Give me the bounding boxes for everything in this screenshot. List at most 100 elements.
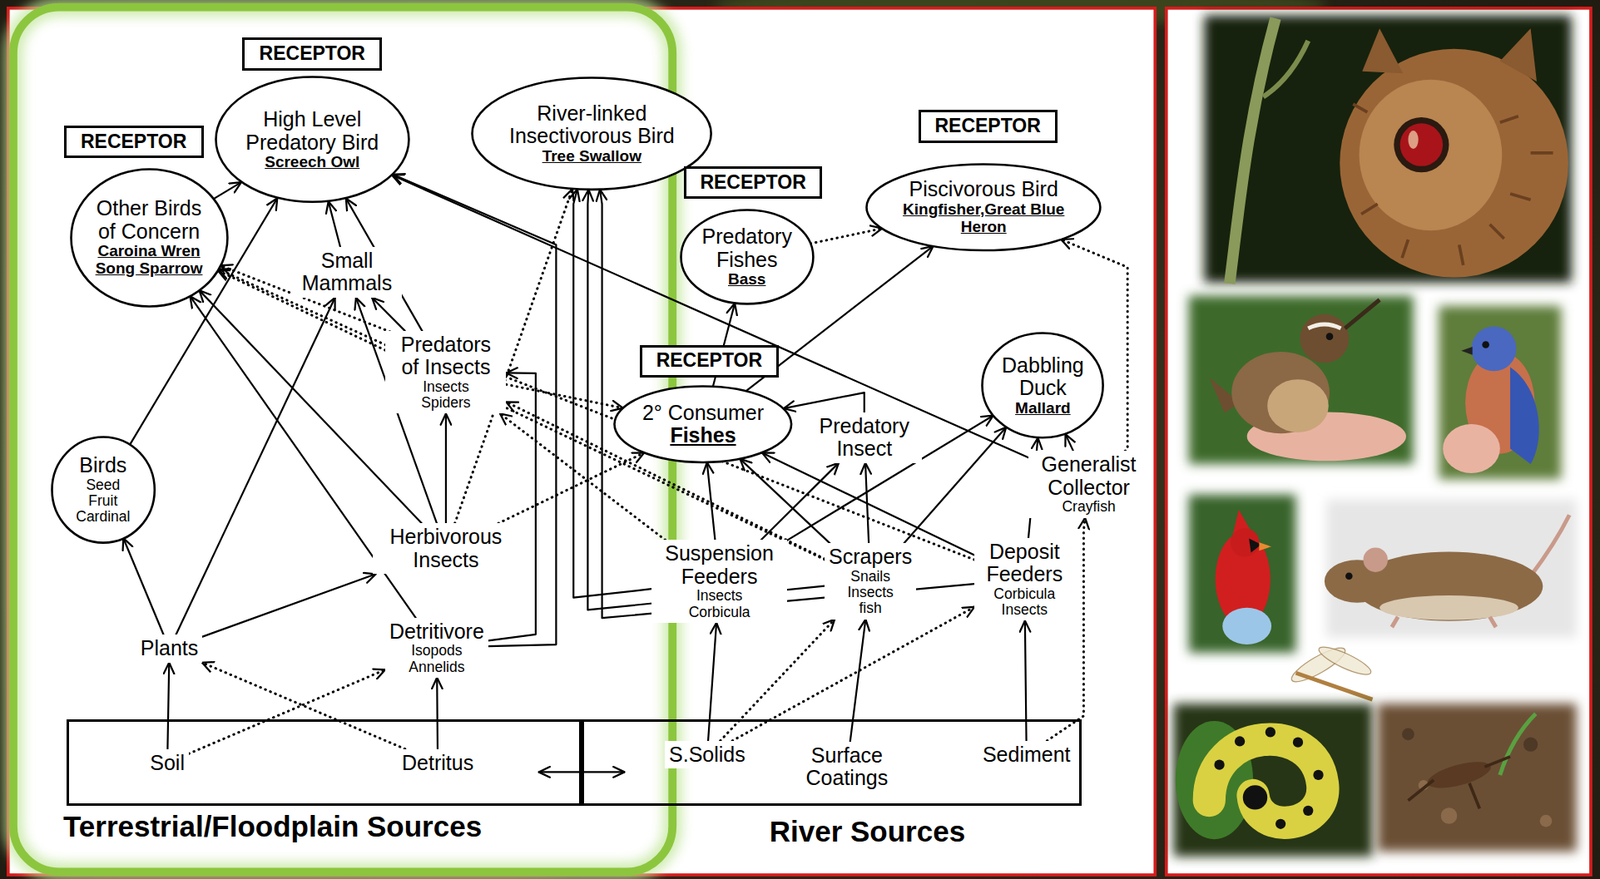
- node-label: Birds: [69, 454, 137, 478]
- caterpillar-spot: [1234, 736, 1245, 747]
- photo-panel: [1166, 8, 1591, 876]
- caterpillar-spot: [1265, 727, 1276, 738]
- owl-face: [1359, 79, 1503, 231]
- ellipse-node: BirdsSeed Fruit Cardinal: [50, 435, 156, 545]
- branch: [1263, 40, 1308, 97]
- label-group: Generalist CollectorCrayfish: [1032, 453, 1145, 516]
- soil-grain: [1540, 815, 1553, 828]
- flow-arrow: [1065, 434, 1074, 451]
- flow-arrow: [850, 619, 867, 743]
- node-label: Small Mammals: [296, 249, 399, 296]
- source-band: River SourcesS.SolidsSurface CoatingsSed…: [581, 719, 1082, 807]
- soil-grain: [1401, 728, 1415, 742]
- node-label: Generalist Collector: [1032, 453, 1145, 500]
- dragonfly-wing: [1316, 642, 1375, 680]
- label-group: RECEPTOR: [80, 131, 187, 153]
- wren-body: [1231, 351, 1330, 434]
- flow-arrow: [707, 462, 716, 540]
- band-heading: Terrestrial/Floodplain Sources: [63, 811, 482, 844]
- wren-photo: [1188, 296, 1414, 465]
- flow-arrow: [371, 297, 406, 332]
- caterpillar-spot: [1312, 770, 1323, 781]
- ellipse-node: River-linked Insectivorous BirdTree Swal…: [470, 76, 713, 191]
- text-node: Suspension FeedersInsects Corbicula: [651, 539, 788, 624]
- text-node: Surface Coatings: [781, 742, 912, 793]
- ellipse-node: 2° ConsumerFishes: [613, 385, 793, 464]
- receptor-box: RECEPTOR: [242, 37, 382, 71]
- text-node: Sediment: [978, 741, 1075, 770]
- dragonfly-body: [1296, 673, 1373, 700]
- node-label: Suspension Feeders: [655, 542, 783, 589]
- soil-grain: [1441, 807, 1458, 825]
- bluebird-head: [1471, 326, 1516, 372]
- text-node: Deposit FeedersCorbicula Insects: [974, 538, 1075, 622]
- caterpillar-spot: [1302, 806, 1313, 817]
- species-label: Screech Owl: [235, 153, 389, 172]
- receptor-tag: RECEPTOR: [934, 115, 1041, 137]
- ellipse-outline: [866, 163, 1101, 251]
- ellipse-node: Piscivorous BirdKingfisher,Great Blue He…: [865, 163, 1102, 253]
- flow-arrow: [739, 459, 830, 545]
- flow-arrow: [573, 189, 652, 599]
- member-label: Seed Fruit Cardinal: [69, 477, 137, 526]
- flow-arrow: [783, 392, 865, 412]
- sprout: [1500, 713, 1536, 776]
- caterpillar-body: [1208, 739, 1323, 823]
- text-node: Small Mammals: [292, 247, 403, 298]
- ellipse-outline: [51, 436, 154, 543]
- text-node: Predatory Insect: [806, 412, 922, 464]
- text-node: Predators of InsectsInsects Spiders: [385, 331, 506, 415]
- label-group: Predatory Insect: [810, 415, 918, 461]
- mouse-ear: [1362, 547, 1387, 572]
- label-group: RECEPTOR: [259, 43, 366, 65]
- flow-arrow: [865, 463, 869, 545]
- flow-arrow: [708, 623, 717, 742]
- owl-eye-rim: [1393, 117, 1449, 173]
- owl-eye: [1400, 123, 1444, 167]
- label-group: Predatory FishesBass: [690, 225, 803, 289]
- text-node: Herbivorous Insects: [372, 523, 520, 575]
- cardinal-photo: [1188, 495, 1297, 654]
- dragonfly-photo: [1287, 642, 1374, 700]
- receptor-tag: RECEPTOR: [80, 131, 187, 153]
- species-label: Song Sparrow: [87, 260, 210, 278]
- caterpillar-spot: [1213, 760, 1224, 771]
- caterpillar-spot: [1275, 819, 1286, 830]
- receptor-tag: RECEPTOR: [699, 172, 806, 194]
- bluebird-wing: [1510, 366, 1540, 464]
- ellipse-outline: [982, 333, 1104, 439]
- label-group: RECEPTOR: [656, 350, 763, 372]
- label-group: Soil: [149, 752, 185, 776]
- species-label: Caroina Wren: [87, 242, 210, 261]
- member-label: Snails Insects fish: [839, 569, 902, 618]
- member-label: Corbicula Insects: [983, 586, 1066, 620]
- member-label: Insects Corbicula: [678, 588, 761, 621]
- text-node: S.Solids: [664, 741, 750, 770]
- dotted-flow-arrow: [202, 663, 406, 750]
- flow-arrow: [445, 413, 447, 524]
- label-group: Surface Coatings: [785, 744, 908, 791]
- wren-eye: [1326, 332, 1334, 341]
- cardinal-beak: [1258, 542, 1272, 551]
- node-label: Surface Coatings: [785, 744, 908, 791]
- node-label: 2° Consumer: [642, 401, 764, 426]
- flow-arrow: [1025, 620, 1027, 741]
- flow-arrow: [123, 538, 164, 635]
- label-group: High Level Predatory BirdScreech Owl: [235, 108, 389, 172]
- soil-photo: [1377, 703, 1577, 853]
- wren-head: [1299, 314, 1349, 364]
- text-node: Soil: [145, 749, 189, 778]
- flow-arrow: [167, 663, 169, 750]
- label-group: Piscivorous BirdKingfisher,Great Blue He…: [896, 178, 1070, 236]
- member-label: Insects Spiders: [410, 379, 482, 412]
- member-label: Isopods Annelids: [401, 643, 473, 676]
- text-node: Plants: [136, 634, 203, 664]
- bluebird-beak: [1461, 346, 1472, 356]
- soil-grain: [1523, 738, 1538, 753]
- label-group: RECEPTOR: [934, 115, 1041, 137]
- label-group: Small Mammals: [296, 249, 399, 296]
- dotted-flow-arrow: [505, 384, 623, 408]
- bluebird-photo-ground: [1438, 306, 1561, 480]
- label-group: ScrapersSnails Insects fish: [828, 545, 912, 617]
